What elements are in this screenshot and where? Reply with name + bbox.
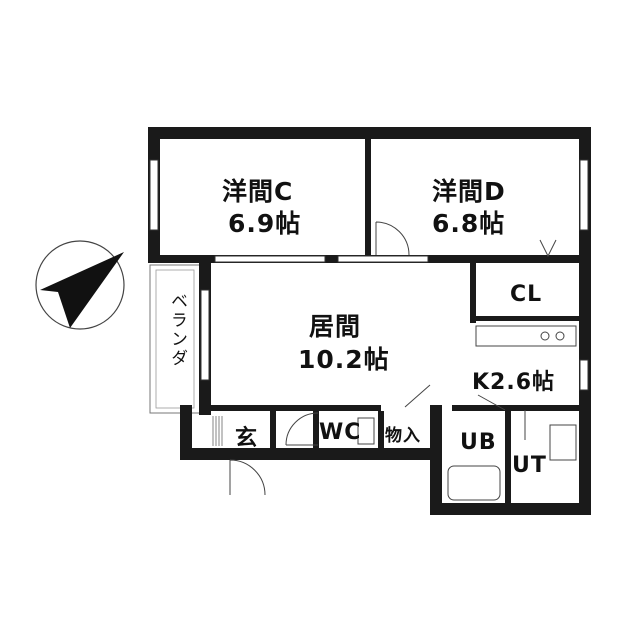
toilet-fixture — [357, 417, 375, 445]
room-living-size: 10.2帖 — [298, 345, 390, 374]
washbasin — [549, 424, 577, 461]
room-storage-label: 物入 — [385, 426, 421, 446]
entrance-steps — [212, 416, 223, 446]
room-western-d-name: 洋間D — [432, 177, 506, 206]
veranda-area — [149, 264, 201, 414]
kitchen-counter — [475, 325, 577, 347]
room-closet-label: CL — [510, 282, 543, 307]
room-utility-label: UT — [512, 453, 547, 478]
room-living-name: 居間 — [309, 312, 362, 341]
room-bath-label: UB — [460, 430, 497, 455]
north-arrow-icon — [35, 240, 125, 330]
room-western-c-size: 6.9帖 — [228, 209, 302, 238]
room-toilet-label: WC — [319, 420, 362, 445]
bathtub — [447, 465, 501, 501]
room-western-c-name: 洋間C — [222, 177, 294, 206]
veranda-label: ベランダ — [167, 292, 187, 368]
room-kitchen-label: K2.6帖 — [472, 370, 556, 395]
room-entrance-label: 玄 — [235, 426, 259, 451]
doors — [229, 221, 557, 496]
room-western-d-size: 6.8帖 — [432, 209, 506, 238]
windows — [149, 159, 589, 391]
